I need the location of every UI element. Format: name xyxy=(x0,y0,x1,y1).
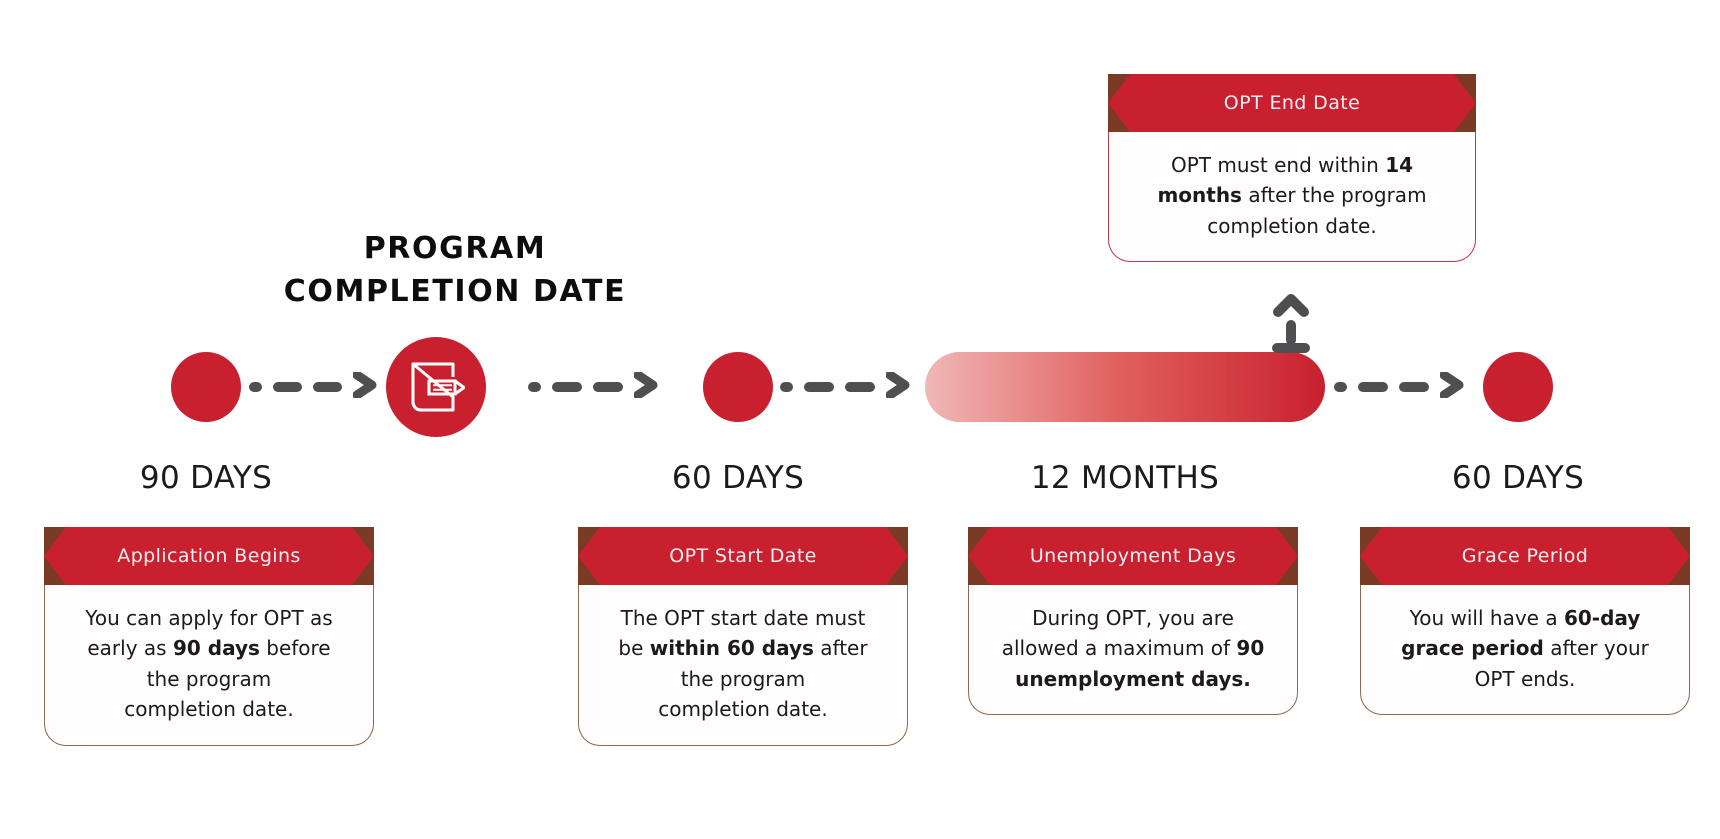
card-body-opt-end-date: OPT must end within 14 months after the p… xyxy=(1108,132,1476,263)
arrow-head-right-icon xyxy=(633,370,660,402)
card-body-line: The OPT start date must xyxy=(620,606,866,630)
card-body-line: unemployment days. xyxy=(1015,666,1251,691)
ribbon-application-begins: Application Begins xyxy=(44,527,374,585)
ribbon-grace-period: Grace Period xyxy=(1360,527,1690,585)
dash-segment xyxy=(312,382,342,392)
connector-arrow-2 xyxy=(528,370,676,402)
ribbon-fold-left-icon xyxy=(44,527,66,585)
ribbon-fold-right-icon xyxy=(1668,527,1690,585)
ribbon-fold-left-icon xyxy=(1108,74,1130,132)
card-body-line: early as 90 days before xyxy=(87,636,331,661)
card-application-begins: Application Begins You can apply for OPT… xyxy=(44,527,374,746)
timeline-gradient-bar-12-months xyxy=(925,352,1325,422)
card-body-line: the program xyxy=(680,666,806,691)
card-body-line: OPT must end within 14 xyxy=(1170,153,1414,177)
ribbon-opt-start-date: OPT Start Date xyxy=(578,527,908,585)
dash-segment xyxy=(272,382,302,392)
card-body-line: completion date. xyxy=(658,697,828,722)
card-unemployment-days: Unemployment Days During OPT, you are all… xyxy=(968,527,1298,716)
timeline-node-1 xyxy=(171,352,241,422)
card-opt-start-date: OPT Start Date The OPT start date must be… xyxy=(578,527,908,746)
ribbon-fold-right-icon xyxy=(352,527,374,585)
card-body-line: OPT ends. xyxy=(1474,666,1576,691)
dash-segment xyxy=(593,382,623,392)
card-body-line: completion date. xyxy=(124,697,294,722)
dash-segment xyxy=(552,382,582,392)
duration-label-60-days-2: 60 DAYS xyxy=(1451,460,1585,496)
card-body-line: months after the program xyxy=(1157,183,1427,208)
card-heading-unemployment-days: Unemployment Days xyxy=(1029,545,1237,567)
card-heading-grace-period: Grace Period xyxy=(1461,545,1589,567)
dash-segment xyxy=(804,382,834,392)
page-title: PROGRAM COMPLETION DATE xyxy=(255,228,655,314)
ribbon-fold-left-icon xyxy=(1360,527,1382,585)
card-body-line: You will have a 60-day xyxy=(1409,606,1641,630)
dash-segment xyxy=(1399,382,1429,392)
connector-arrow-3 xyxy=(780,370,920,402)
duration-label-90-days-1: 90 DAYS xyxy=(139,460,273,496)
dash-segment xyxy=(528,382,541,392)
card-body-unemployment-days: During OPT, you are allowed a maximum of … xyxy=(968,585,1298,716)
document-pencil-icon xyxy=(407,360,465,414)
card-body-line: be within 60 days after xyxy=(618,636,868,661)
timeline-node-grace-end xyxy=(1483,352,1553,422)
card-body-line: During OPT, you are xyxy=(1032,606,1234,630)
card-body-line: grace period after your xyxy=(1401,636,1649,661)
dash-segment xyxy=(1358,382,1388,392)
card-body-line: completion date. xyxy=(1207,213,1377,238)
connector-arrow-4 xyxy=(1334,370,1478,402)
ribbon-fold-left-icon xyxy=(968,527,990,585)
ribbon-fold-right-icon xyxy=(886,527,908,585)
card-heading-opt-end-date: OPT End Date xyxy=(1223,92,1361,114)
card-heading-application-begins: Application Begins xyxy=(117,545,301,567)
duration-label-60-days-1: 60 DAYS xyxy=(671,460,805,496)
card-grace-period: Grace Period You will have a 60-day grace… xyxy=(1360,527,1690,716)
timeline-node-program-completion xyxy=(386,337,486,437)
page-title-line-2: COMPLETION DATE xyxy=(283,273,627,309)
connector-arrow-1 xyxy=(249,370,379,402)
ribbon-unemployment-days: Unemployment Days xyxy=(968,527,1298,585)
dash-segment xyxy=(845,382,875,392)
timeline-node-opt-start xyxy=(703,352,773,422)
dash-segment xyxy=(780,382,793,392)
card-body-grace-period: You will have a 60-day grace period after… xyxy=(1360,585,1690,716)
ribbon-fold-right-icon xyxy=(1276,527,1298,585)
duration-label-12-months: 12 MONTHS xyxy=(1030,460,1220,496)
card-body-line: allowed a maximum of 90 xyxy=(1001,636,1265,661)
card-opt-end-date: OPT End Date OPT must end within 14 month… xyxy=(1108,74,1476,263)
card-body-line: You can apply for OPT as xyxy=(85,606,333,630)
dash-segment xyxy=(249,382,262,392)
arrow-head-right-icon xyxy=(885,370,912,402)
connector-arrow-up xyxy=(1268,280,1314,364)
card-body-line: the program xyxy=(146,666,272,691)
dash-segment xyxy=(1334,382,1347,392)
arrow-head-right-icon xyxy=(352,370,379,402)
ribbon-fold-right-icon xyxy=(1454,74,1476,132)
page-title-line-1: PROGRAM xyxy=(363,231,547,266)
card-heading-opt-start-date: OPT Start Date xyxy=(669,545,817,567)
ribbon-fold-left-icon xyxy=(578,527,600,585)
arrow-head-right-icon xyxy=(1439,370,1466,402)
ribbon-opt-end-date: OPT End Date xyxy=(1108,74,1476,132)
card-body-opt-start-date: The OPT start date must be within 60 days… xyxy=(578,585,908,746)
card-body-application-begins: You can apply for OPT as early as 90 days… xyxy=(44,585,374,746)
